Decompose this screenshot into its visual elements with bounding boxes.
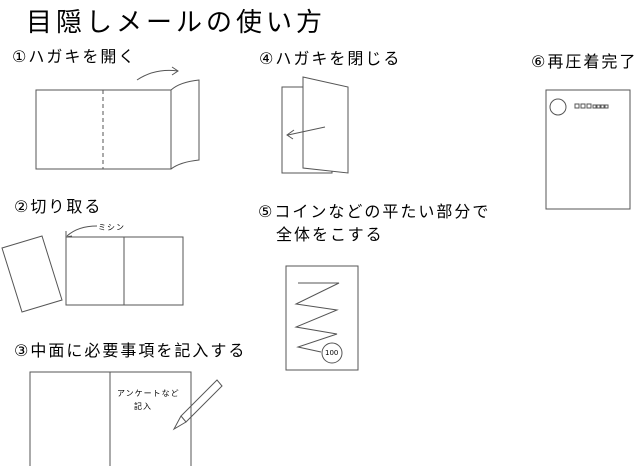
- step5-label: ⑤コインなどの平たい部分で: [258, 202, 491, 221]
- step6-label: ⑥再圧着完了: [531, 52, 638, 71]
- step3-label: ③中面に必要事項を記入する: [14, 341, 247, 360]
- pencil-icon: [172, 379, 223, 431]
- perforation-arrow-icon: [66, 225, 98, 237]
- step1-open-card-illustration: [35, 66, 200, 170]
- coin-value: 100: [325, 349, 339, 357]
- perforation-label: ミシン: [98, 223, 125, 232]
- step5-label-line2: 全体をこする: [276, 225, 384, 244]
- survey-note: アンケートなど: [117, 389, 180, 398]
- step3-write-illustration: [29, 371, 223, 466]
- close-arrow-icon: [287, 126, 326, 136]
- survey-note-line2: 記入: [134, 402, 152, 411]
- step5-rub-illustration: [285, 265, 359, 371]
- step2-cut-illustration: [1, 225, 184, 313]
- page-title: 目隠しメールの使い方: [26, 8, 327, 38]
- step4-close-card-illustration: [281, 76, 349, 174]
- step1-label: ①ハガキを開く: [12, 47, 137, 66]
- step6-sealed-card-illustration: [545, 89, 631, 210]
- open-arrow-icon: [136, 69, 179, 81]
- step2-label: ②切り取る: [14, 197, 103, 216]
- stamp-icon: [549, 98, 567, 116]
- coin-icon: [321, 342, 343, 364]
- step4-label: ④ハガキを閉じる: [259, 49, 402, 68]
